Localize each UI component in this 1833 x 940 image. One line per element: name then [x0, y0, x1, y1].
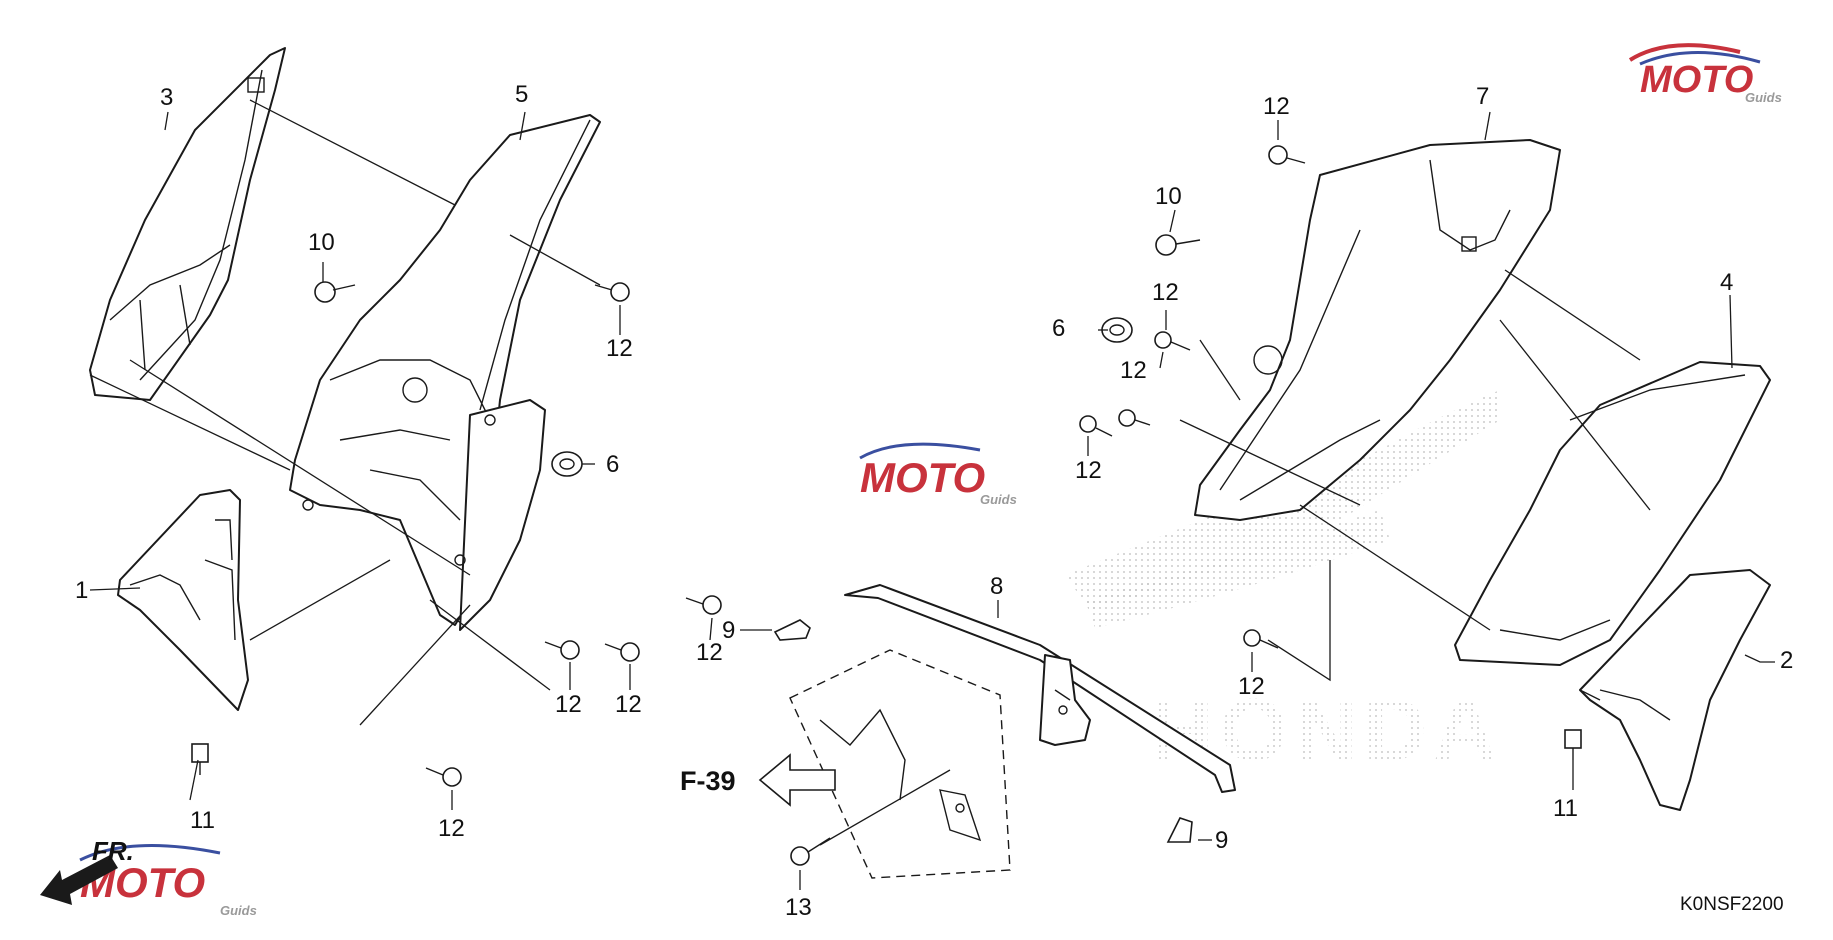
- callout-9: 9: [722, 617, 735, 644]
- reference-outline: [789, 649, 1011, 879]
- callout-12: 12: [438, 815, 465, 842]
- callout-12: 12: [1120, 357, 1147, 384]
- callout-8: 8: [990, 573, 1003, 600]
- part-2-lower-trim: [1579, 569, 1771, 811]
- callout-3: 3: [160, 84, 173, 111]
- callout-12: 12: [615, 691, 642, 718]
- callout-12: 12: [1238, 673, 1265, 700]
- callout-12: 12: [1075, 457, 1102, 484]
- clip-icon: [191, 729, 1582, 775]
- callout-12: 12: [555, 691, 582, 718]
- part-1-lower-trim: [117, 489, 249, 711]
- watermark-top-right: MOTO Guids: [1628, 43, 1782, 105]
- part-7-upper-cover: [1194, 139, 1561, 521]
- callout-2: 2: [1780, 647, 1793, 674]
- callout-12: 12: [696, 639, 723, 666]
- callout-11: 11: [190, 807, 215, 834]
- callout-12: 12: [1263, 93, 1290, 120]
- watermark-text: MOTO: [860, 454, 985, 501]
- ref-arrow: F-39: [680, 753, 836, 807]
- callout-6: 6: [1052, 315, 1065, 342]
- callout-12: 12: [1152, 279, 1179, 306]
- callout-13: 13: [785, 894, 812, 921]
- callout-12: 12: [606, 335, 633, 362]
- front-label: FR.: [92, 836, 134, 866]
- watermark-sub: Guids: [220, 903, 257, 918]
- callout-9: 9: [1215, 827, 1228, 854]
- callout-7: 7: [1476, 83, 1489, 110]
- grommet-icon: [551, 317, 1133, 477]
- watermark-center: MOTO Guids: [859, 442, 1017, 507]
- watermark-sub: Guids: [1745, 90, 1782, 105]
- ref-label: F-39: [680, 766, 736, 796]
- callout-10: 10: [308, 229, 335, 256]
- part-4-shroud-right: [1454, 361, 1771, 666]
- front-arrow: FR.: [40, 836, 134, 905]
- cap-icon: [773, 619, 1193, 843]
- callout-5: 5: [515, 81, 528, 108]
- callouts: 3 5 1 6 6 7 4 2 8 9 9 10 10 11 11 12 12 …: [75, 81, 1793, 921]
- callout-4: 4: [1720, 269, 1733, 296]
- callout-1: 1: [75, 577, 88, 604]
- callout-6: 6: [606, 451, 619, 478]
- watermark-sub: Guids: [980, 492, 1017, 507]
- callout-10: 10: [1155, 183, 1182, 210]
- part-5-shroud-left: [289, 114, 601, 631]
- leader-lines: [89, 99, 1775, 890]
- part-8-stay-rod: [844, 584, 1236, 793]
- callout-11: 11: [1553, 795, 1578, 822]
- part-3-inner-cover: [89, 47, 286, 401]
- diagram-code: K0NSF2200: [1680, 894, 1784, 915]
- watermark-text: MOTO: [1640, 59, 1753, 101]
- screw-icon: [314, 145, 1306, 866]
